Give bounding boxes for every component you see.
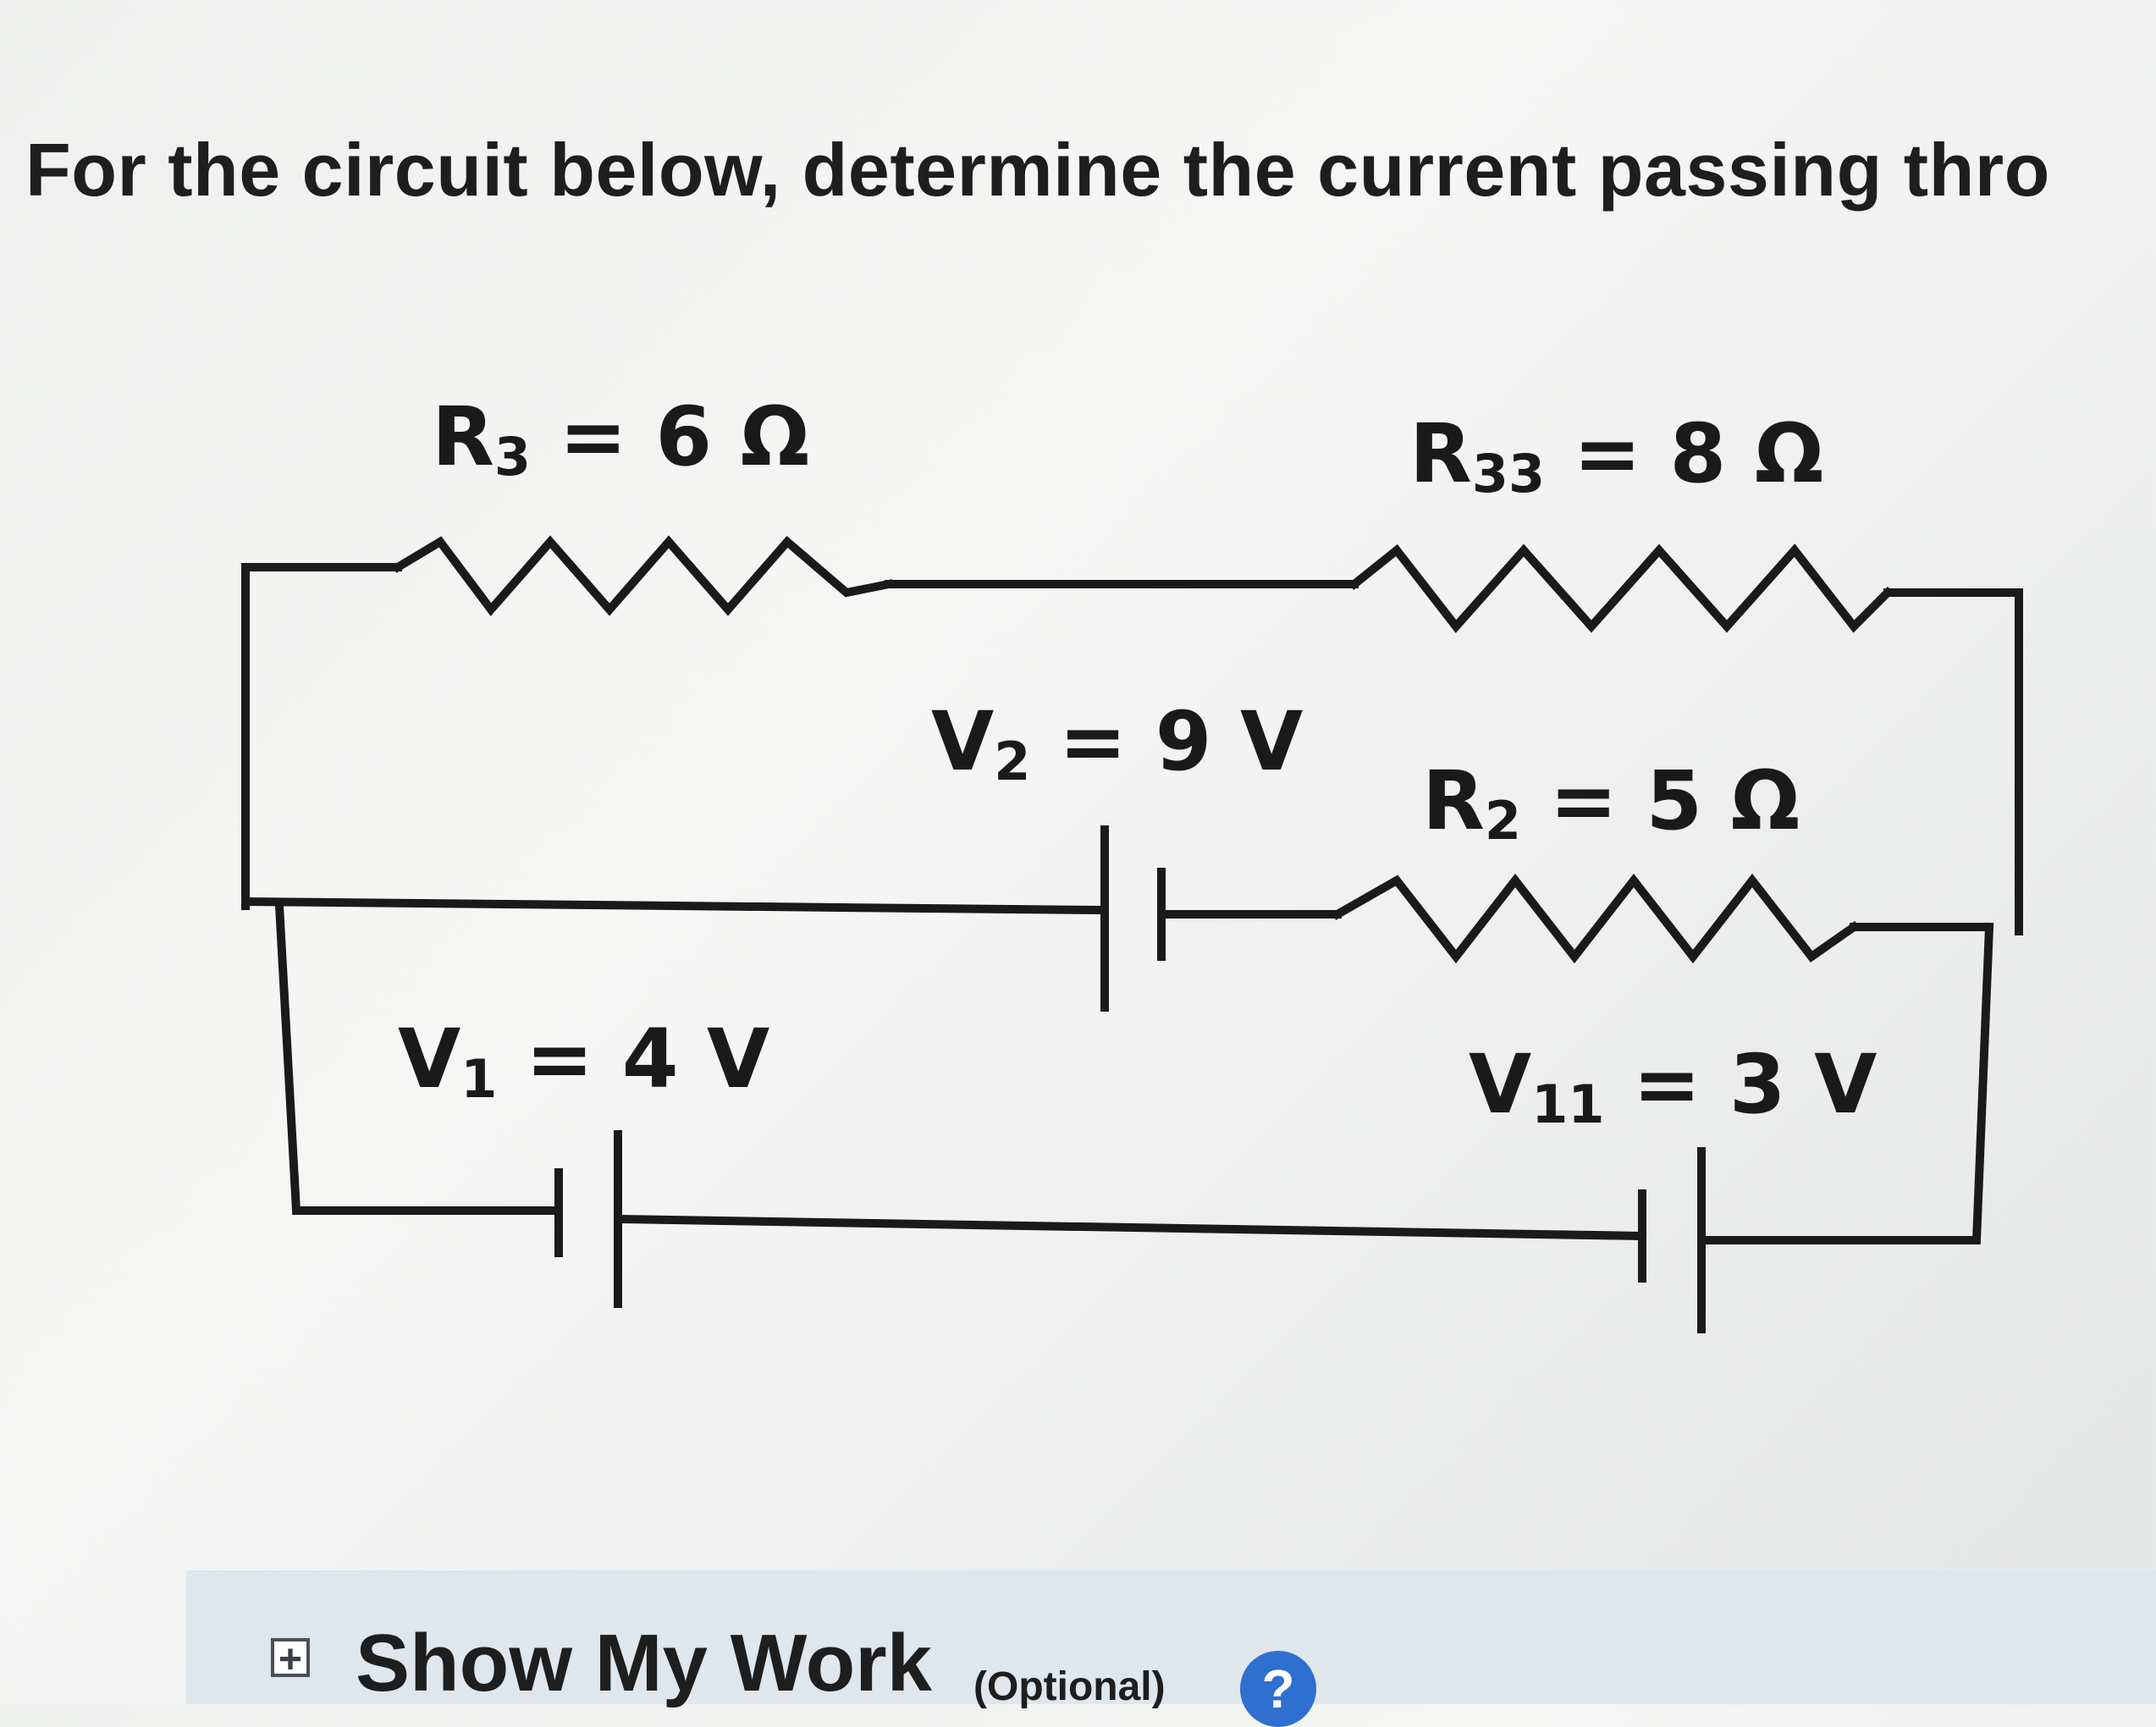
label-r33: R33 = 8 Ω bbox=[1409, 406, 1824, 505]
label-r2: R2 = 5 Ω bbox=[1422, 753, 1800, 852]
wire-left-lower bbox=[274, 901, 563, 1215]
wire-bottom bbox=[613, 1214, 1647, 1241]
help-question-icon[interactable]: ? bbox=[1240, 1651, 1316, 1727]
resistor-r3-symbol bbox=[392, 535, 894, 616]
wire-middle-left bbox=[240, 897, 1106, 915]
label-v1: V1 = 4 V bbox=[398, 1012, 770, 1110]
question-text: For the circuit below, determine the cur… bbox=[25, 128, 2050, 212]
resistor-r33-symbol bbox=[1348, 543, 1894, 633]
circuit-diagram bbox=[240, 535, 2023, 1333]
label-r3: R3 = 6 Ω bbox=[432, 389, 810, 488]
label-v11: V11 = 3 V bbox=[1469, 1037, 1878, 1135]
show-my-work-link[interactable]: Show My Work bbox=[356, 1618, 932, 1708]
show-my-work-optional-label: (Optional) bbox=[973, 1664, 1166, 1709]
wire-top-left bbox=[241, 563, 402, 910]
wire-top-right bbox=[1883, 588, 2023, 935]
expand-plus-icon[interactable]: + bbox=[271, 1638, 310, 1680]
show-my-work-panel bbox=[186, 1570, 2156, 1704]
label-v2: V2 = 9 V bbox=[931, 694, 1304, 792]
resistor-r2-symbol bbox=[1332, 873, 1860, 964]
wire-right-lower bbox=[1697, 922, 1994, 1244]
